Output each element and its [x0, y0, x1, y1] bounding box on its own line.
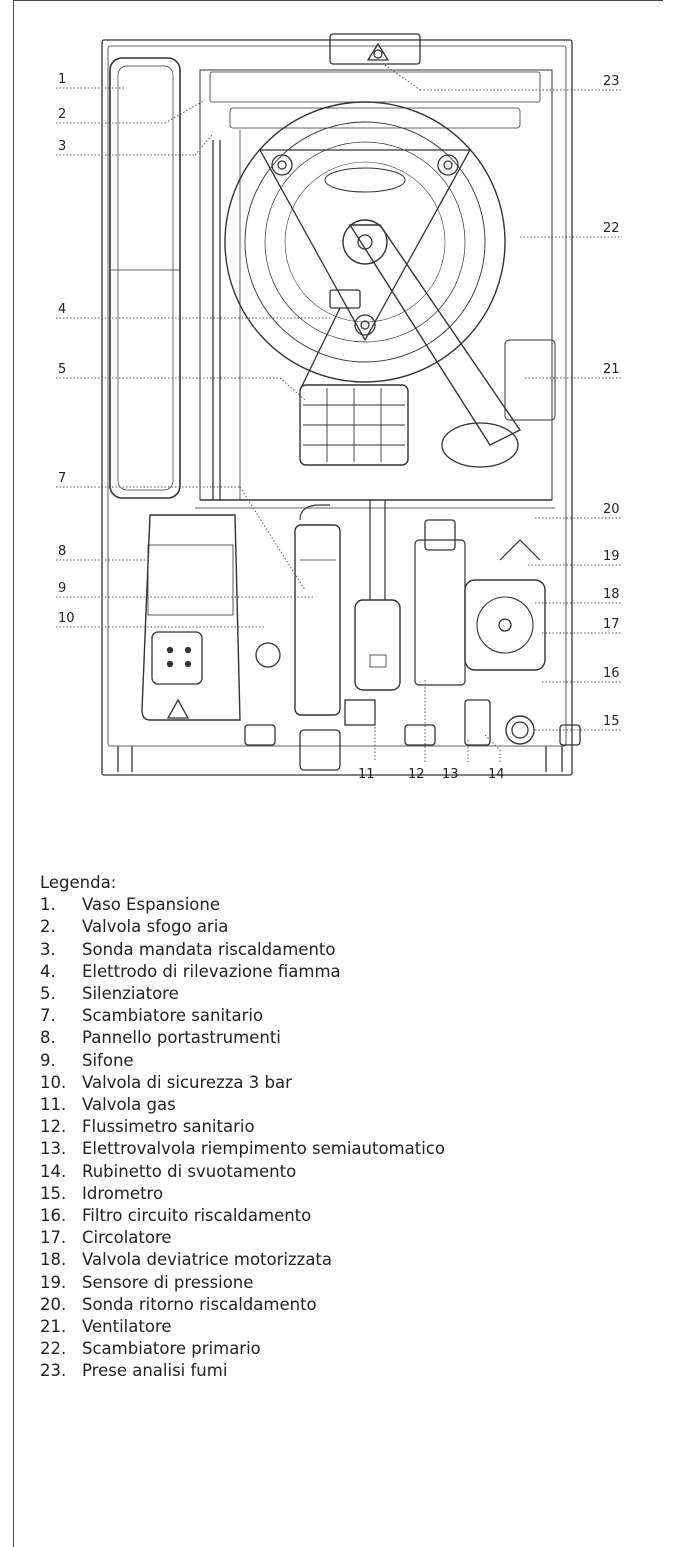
callout-9: 9 — [58, 581, 66, 596]
leader-lines — [56, 64, 622, 762]
legend-item-label: Filtro circuito riscaldamento — [82, 1206, 312, 1226]
callout-12: 12 — [408, 767, 425, 782]
callout-5: 5 — [58, 362, 66, 377]
callout-18: 18 — [603, 587, 620, 602]
legend-item: 3. Sonda mandata riscaldamento — [40, 939, 445, 961]
legend-item-number: 4. — [40, 961, 56, 981]
legend-item-label: Silenziatore — [82, 984, 179, 1004]
callout-20: 20 — [603, 502, 620, 517]
legend-list: 1. Vaso Espansione 2. Valvola sfogo aria 3. S… — [40, 894, 445, 1382]
legend-item-label: Pannello portastrumenti — [82, 1028, 281, 1048]
legend-item: 16. Filtro circuito riscaldamento — [40, 1205, 445, 1227]
legend-item: 2. Valvola sfogo aria — [40, 916, 445, 938]
legend-item-number: 20. — [40, 1294, 67, 1314]
legend-title: Legenda: — [40, 873, 117, 892]
legend-item: 21. Ventilatore — [40, 1316, 445, 1338]
legend-item: 19. Sensore di pressione — [40, 1272, 445, 1294]
legend-item: 14. Rubinetto di svuotamento — [40, 1161, 445, 1183]
legend-item-label: Valvola gas — [82, 1095, 176, 1115]
legend-item-label: Valvola deviatrice motorizzata — [82, 1250, 333, 1270]
legend-item: 15. Idrometro — [40, 1183, 445, 1205]
legend-item: 8. Pannello portastrumenti — [40, 1027, 445, 1049]
callout-3: 3 — [58, 139, 66, 154]
boiler-drawing — [101, 33, 581, 776]
legend-item: 9. Sifone — [40, 1050, 445, 1072]
legend-item-number: 7. — [40, 1006, 56, 1026]
legend-item-label: Sonda ritorno riscaldamento — [82, 1294, 317, 1314]
callout-13: 13 — [442, 767, 459, 782]
legend-item: 7. Scambiatore sanitario — [40, 1005, 445, 1027]
legend-item-number: 12. — [40, 1117, 67, 1137]
legend-item-number: 5. — [40, 984, 56, 1004]
legend: Legenda: 1. Vaso Espansione 2. Valvola sfog… — [40, 872, 445, 1383]
legend-item-label: Circolatore — [82, 1228, 172, 1248]
callout-22: 22 — [603, 221, 620, 236]
legend-item: 10. Valvola di sicurezza 3 bar — [40, 1072, 445, 1094]
legend-item-number: 9. — [40, 1050, 56, 1070]
callout-10: 10 — [58, 611, 75, 626]
callout-17: 17 — [603, 617, 620, 632]
legend-item-number: 18. — [40, 1250, 67, 1270]
callout-16: 16 — [603, 666, 620, 681]
legend-item-number: 16. — [40, 1206, 67, 1226]
legend-item: 5. Silenziatore — [40, 983, 445, 1005]
callout-15: 15 — [603, 714, 620, 729]
legend-item: 22. Scambiatore primario — [40, 1338, 445, 1360]
legend-item: 18. Valvola deviatrice motorizzata — [40, 1249, 445, 1271]
legend-item: 1. Vaso Espansione — [40, 894, 445, 916]
legend-item-label: Sifone — [82, 1050, 134, 1070]
legend-item-number: 10. — [40, 1072, 67, 1092]
legend-item-label: Elettrodo di rilevazione fiamma — [82, 961, 341, 981]
legend-item-number: 21. — [40, 1317, 67, 1337]
legend-item-number: 23. — [40, 1361, 67, 1381]
legend-item-number: 8. — [40, 1028, 56, 1048]
callout-2: 2 — [58, 107, 66, 122]
legend-item-label: Sensore di pressione — [82, 1272, 254, 1292]
legend-item: 13. Elettrovalvola riempimento semiautoma… — [40, 1138, 445, 1160]
legend-item-number: 11. — [40, 1095, 67, 1115]
callout-labels: 1 2 3 4 5 7 8 9 10 23 22 21 20 19 18 17 … — [58, 72, 620, 782]
legend-item-label: Rubinetto di svuotamento — [82, 1161, 297, 1181]
legend-item-number: 17. — [40, 1228, 67, 1248]
legend-item-label: Vaso Espansione — [82, 895, 221, 915]
legend-item-number: 3. — [40, 939, 56, 959]
callout-19: 19 — [603, 549, 620, 564]
legend-item: 4. Elettrodo di rilevazione fiamma — [40, 961, 445, 983]
legend-item-label: Scambiatore sanitario — [82, 1006, 264, 1026]
legend-item-number: 19. — [40, 1272, 67, 1292]
legend-item-number: 2. — [40, 917, 56, 937]
legend-item-label: Ventilatore — [82, 1317, 172, 1337]
callout-11: 11 — [358, 767, 375, 782]
legend-item-number: 22. — [40, 1339, 67, 1359]
legend-item: 12. Flussimetro sanitario — [40, 1116, 445, 1138]
legend-item-label: Sonda mandata riscaldamento — [82, 939, 336, 959]
legend-item-label: Valvola di sicurezza 3 bar — [82, 1072, 292, 1092]
legend-item-label: Idrometro — [82, 1183, 164, 1203]
legend-item-label: Prese analisi fumi — [82, 1361, 228, 1381]
legend-item-label: Flussimetro sanitario — [82, 1117, 255, 1137]
legend-item: 11. Valvola gas — [40, 1094, 445, 1116]
callout-14: 14 — [488, 767, 505, 782]
legend-item-label: Elettrovalvola riempimento semiautomatic… — [82, 1139, 445, 1159]
callout-4: 4 — [58, 302, 66, 317]
legend-item: 20. Sonda ritorno riscaldamento — [40, 1294, 445, 1316]
boiler-diagram: 1 2 3 4 5 7 8 9 10 23 22 21 20 19 18 17 … — [56, 33, 622, 782]
legend-item-number: 14. — [40, 1161, 67, 1181]
page-frame — [13, 0, 663, 1547]
legend-item-number: 15. — [40, 1183, 67, 1203]
legend-item: 23. Prese analisi fumi — [40, 1360, 445, 1382]
legend-item-label: Scambiatore primario — [82, 1339, 261, 1359]
legend-item: 17. Circolatore — [40, 1227, 445, 1249]
callout-23: 23 — [603, 74, 620, 89]
callout-8: 8 — [58, 544, 66, 559]
callout-7: 7 — [58, 471, 66, 486]
legend-item-number: 13. — [40, 1139, 67, 1159]
callout-21: 21 — [603, 362, 620, 377]
callout-1: 1 — [58, 72, 66, 87]
legend-item-number: 1. — [40, 895, 56, 915]
legend-item-label: Valvola sfogo aria — [82, 917, 229, 937]
